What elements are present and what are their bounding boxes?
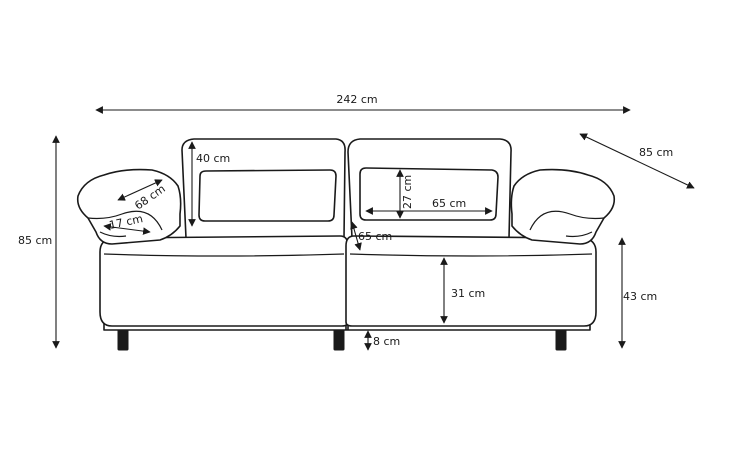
seat-right — [345, 235, 597, 327]
dim-seat-depth-line — [350, 221, 362, 251]
label-seat-depth: 65 cm — [358, 230, 392, 243]
label-leg-height: 8 cm — [373, 335, 400, 348]
armrest-left-fold — [87, 210, 163, 238]
leg-front-middle — [333, 327, 345, 351]
label-cushion-width: 65 cm — [432, 197, 466, 210]
leg-front-left — [117, 327, 129, 351]
seat-left — [99, 235, 349, 327]
label-seat-height: 31 cm — [451, 287, 485, 300]
cushion-right — [359, 167, 499, 221]
armrest-left — [76, 168, 182, 245]
label-total-width: 242 cm — [336, 93, 377, 106]
sofa-outline — [76, 138, 616, 351]
cushion-left — [198, 169, 337, 222]
armrest-right-fold — [529, 210, 605, 238]
dim-armrest-length-line — [117, 179, 163, 201]
label-cushion-height: 27 cm — [401, 175, 414, 209]
dimension-lines — [52, 106, 695, 351]
dim-depth-line — [579, 133, 695, 189]
armrest-right — [510, 168, 616, 245]
seat-front-edge — [103, 253, 593, 257]
dim-armrest-width-line — [103, 223, 151, 235]
label-depth: 85 cm — [639, 146, 673, 159]
label-backrest-height: 40 cm — [196, 152, 230, 165]
label-armrest-height: 43 cm — [623, 290, 657, 303]
leg-front-right — [555, 327, 567, 351]
label-total-height: 85 cm — [18, 234, 52, 247]
